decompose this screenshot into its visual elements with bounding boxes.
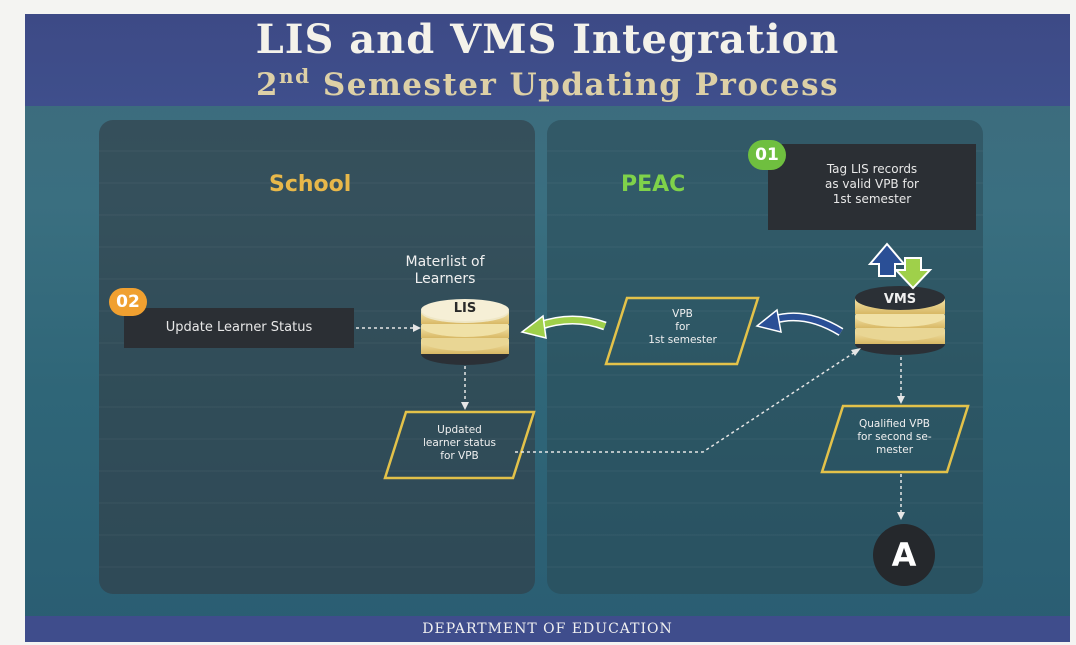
step1-line: Tag LIS records	[826, 162, 918, 176]
arrowheads	[413, 324, 905, 520]
subtitle-text: Semester Updating Process	[310, 67, 840, 103]
doc-line: for	[675, 321, 690, 333]
subtitle-ordinal: nd	[279, 64, 311, 88]
vms-database-label: VMS	[883, 292, 917, 307]
step1-badge: 01	[748, 140, 786, 170]
doc-line: learner status	[423, 437, 496, 449]
subtitle-number: 2	[255, 67, 280, 103]
green-curved-arrow	[520, 314, 607, 339]
slide-title: LIS and VMS Integration	[255, 16, 840, 63]
vpb-first-semester-text: VPB for 1st semester	[625, 308, 740, 347]
doc-line: mester	[875, 444, 914, 456]
lis-caption-line: Materlist of	[405, 254, 485, 270]
school-label: School	[269, 172, 352, 197]
footer-department: DEPARTMENT OF EDUCATION	[25, 616, 1070, 642]
step2-box: Update Learner Status	[124, 308, 354, 348]
slide: LIS and VMS Integration 2nd Semester Upd…	[25, 14, 1070, 642]
dashed-connectors	[356, 327, 902, 514]
vms-database-icon	[855, 286, 945, 355]
step2-text: Update Learner Status	[165, 320, 313, 335]
updated-status-document	[383, 410, 536, 480]
qualified-vpb-document	[820, 404, 970, 474]
vpb-first-semester-document	[604, 296, 760, 366]
doc-line: Qualified VPB	[859, 418, 930, 430]
updated-status-text: Updated learner status for VPB	[402, 424, 517, 463]
peac-label: PEAC	[621, 172, 686, 197]
step2-badge: 02	[109, 288, 147, 316]
header-bar: LIS and VMS Integration 2nd Semester Upd…	[25, 14, 1070, 106]
step1-line: 1st semester	[832, 192, 912, 206]
lis-caption-line: Learners	[414, 271, 476, 287]
lis-database-label: LIS	[453, 301, 477, 316]
blue-curved-arrow	[755, 308, 844, 336]
doc-line: Updated	[437, 424, 482, 436]
doc-line: for second se-	[857, 431, 932, 443]
slide-subtitle: 2nd Semester Updating Process	[25, 64, 1070, 103]
lis-database-icon	[421, 299, 509, 365]
lis-caption: Materlist of Learners	[390, 254, 500, 288]
sync-arrows-icon	[867, 242, 933, 290]
qualified-vpb-text: Qualified VPB for second se- mester	[837, 418, 952, 457]
connector-a: A	[873, 524, 935, 586]
step1-box: Tag LIS records as valid VPB for 1st sem…	[768, 144, 976, 230]
step1-line: as valid VPB for	[825, 177, 919, 191]
doc-line: VPB	[672, 308, 693, 320]
doc-line: 1st semester	[648, 334, 717, 346]
doc-line: for VPB	[440, 450, 479, 462]
diagram-graphics	[356, 242, 970, 520]
